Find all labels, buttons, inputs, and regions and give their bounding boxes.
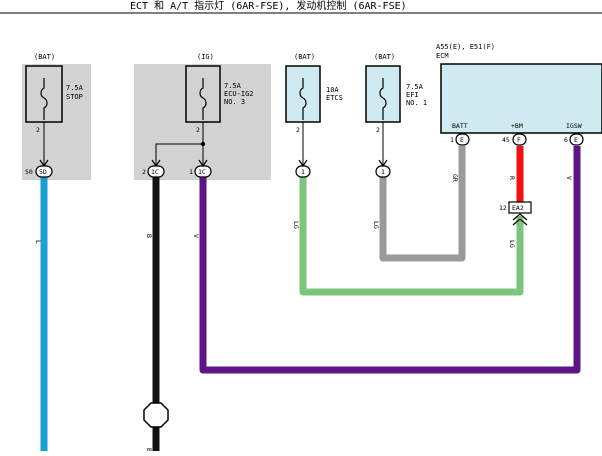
wire-green-lg [299,176,524,296]
fuse-icon [40,78,48,120]
fuse-stop-pin: 2 [36,126,40,134]
connector-ea2-id: EA2 [512,204,524,212]
wire-purple-v [199,146,581,374]
ecm-connector-batt-id: E [460,136,464,144]
fuse-efi-pin: 2 [376,126,380,134]
wire-label-lg: LG [292,221,300,229]
fuse-etcs-pin: 2 [296,126,300,134]
fuse-ecu-ig2-rating: 7.5A [224,82,242,90]
wire-label-l: L [34,240,42,244]
wire-label-lg3: LG [508,240,516,248]
connector-etcs [295,165,311,178]
ecm-connector-igsw-pin: 6 [564,136,568,144]
diagram-title: ECT 和 A/T 指示灯 (6AR-FSE), 发动机控制 (6AR-FSE) [130,0,407,12]
wire-grey-gr [379,146,466,262]
ecm-box [440,63,602,134]
connector-5d-id: 5D [39,168,47,176]
fuse-efi-name: EFI [406,91,419,99]
connector-5d [35,165,53,178]
fuse-icon [199,78,207,120]
splice-branch [155,143,203,166]
connector-1c-b [194,165,212,178]
ecm-connector-igsw [569,133,584,146]
fuse-etcs-name: ETCS [326,94,343,102]
ecm-connector-bm-pin: 45 [502,136,510,144]
ecm-connector-igsw-id: E [574,136,578,144]
ecm-pin-label-igsw: IGSW [566,122,582,130]
fuse-etcs-rating: 10A [326,86,339,94]
fuse-ecu-ig2-box [185,65,221,123]
fuse-stop-rating: 7.5A [66,84,84,92]
fuse-ecu-ig2-name2: NO. 3 [224,98,245,106]
wire-label-gr: GR [451,174,459,182]
fuse-etcs-source: (BAT) [294,53,315,61]
wire-label-v2: V [565,176,573,180]
double-chevron-icon [512,213,528,226]
wire-label-lg2: LG [372,221,380,229]
fuse-stop-source: (BAT) [34,53,55,61]
fuse-efi-name2: NO. 1 [406,99,427,107]
connector-efi-id: 1 [381,168,385,176]
ecm-connector-batt [455,133,470,146]
fuse-icon [299,78,307,120]
ecm-connector-bm-id: F [517,136,521,144]
ecm-connector-batt-pin: 1 [450,136,454,144]
connector-efi [375,165,391,178]
ecm-pin-label-batt: BATT [452,122,468,130]
connector-etcs-id: 1 [301,168,305,176]
connector-1c-a-pin: 2 [142,168,146,176]
ecm-connector-bm [512,133,527,146]
ecm-pin-label-bm: +BM [511,122,523,130]
connector-1c-b-pin: 1 [189,168,193,176]
ecm-header-2: ECM [436,52,449,60]
wire-label-r: R [508,176,516,180]
fuse-icon [379,78,387,120]
fuse-ecu-ig2-name: ECU-IG2 [224,90,254,98]
splice-dot [200,141,206,147]
wire-label-b: B [145,234,153,238]
fuse-ecu-ig2-pin: 2 [196,126,200,134]
connector-1c-a-id: 1C [151,168,159,176]
fuse-stop-name: STOP [66,93,83,101]
wire-label-v: V [192,234,200,238]
fuse-stop-box [25,65,63,123]
connector-ea2-pin: 12 [499,204,507,212]
fuse-ecu-ig2-source: (IG) [197,53,214,61]
splice-octagon [143,402,169,428]
connector-1c-a [147,165,165,178]
fuse-efi-source: (BAT) [374,53,395,61]
fuse-efi-rating: 7.5A [406,83,424,91]
connector-5d-pin: 50 [25,168,33,176]
wire-label-b2: B [145,448,153,451]
connector-1c-b-id: 1C [198,168,206,176]
connector-ea2 [508,201,532,214]
ecm-header-1: A55(E), E51(F) [436,43,495,51]
